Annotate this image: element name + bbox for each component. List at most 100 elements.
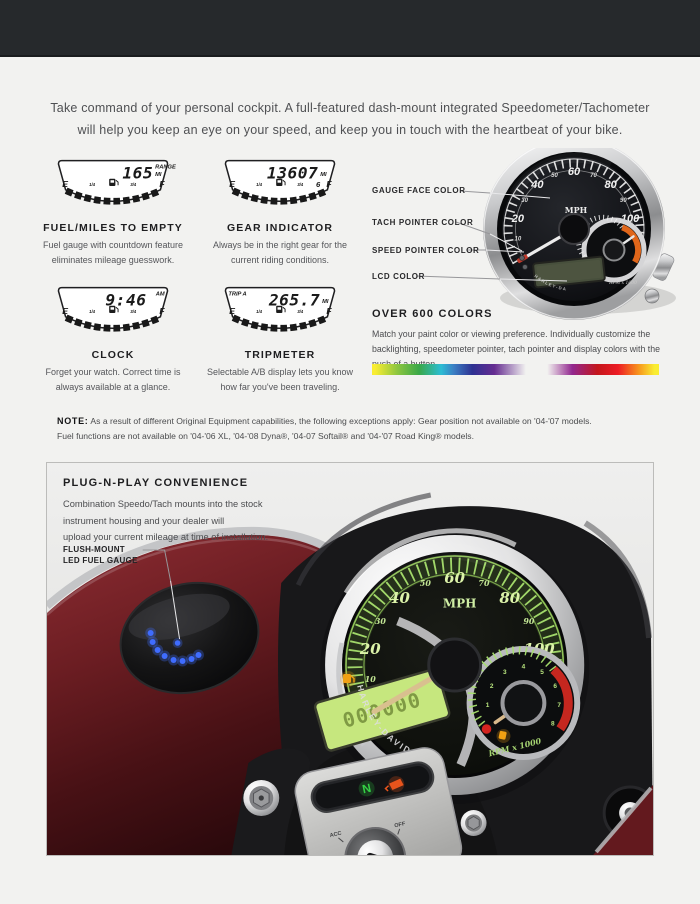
speed-tick-arc (503, 158, 645, 265)
quarter-label: 1/4 (89, 182, 96, 187)
speed-needle-red-tip (516, 254, 529, 264)
three-quarter-label: 3/4 (297, 182, 304, 187)
feature-tripmeter: 265.7 MI TRIP A E F 1/4 3/4 TRIPMETER Se… (202, 282, 358, 395)
led-gauge-reflection (128, 593, 230, 641)
lcd-unit-2: MI (322, 299, 329, 305)
tach-subdial (576, 214, 647, 283)
lcd-e-label: E (62, 306, 68, 316)
tach-1: 1 (486, 702, 490, 709)
tach-6: 6 (553, 683, 557, 690)
flush-mount-callout: FLUSH-MOUNT LED FUEL GAUGE (63, 545, 138, 566)
product-gauge-image: 0 10 20 30 40 50 60 70 80 90 100 110 120… (372, 148, 676, 320)
photo-mph-60: 60 (444, 569, 465, 587)
intro-line-1: Take command of your personal cockpit. A… (50, 101, 650, 115)
lcd-display-trip: 265.7 MI TRIP A E F 1/4 3/4 (224, 286, 336, 332)
tach-hub (500, 680, 547, 726)
intro-line-2: will help you keep an eye on your speed,… (77, 123, 623, 137)
chrome-bezel (483, 148, 665, 320)
reset-button (522, 264, 528, 270)
callout-speed-pointer-color: SPEED POINTER COLOR (372, 246, 480, 255)
mph-20: 20 (511, 213, 525, 225)
tach-7: 7 (557, 702, 561, 709)
mph-70: 70 (590, 173, 597, 179)
lcd-e-label: E (62, 179, 68, 189)
gauge-side-stem (652, 253, 675, 281)
mph-60: 60 (568, 166, 581, 178)
rpm-unit-label: RPM x 1000 (608, 280, 637, 286)
feature-caption: Fuel gauge with countdown feature elimin… (42, 240, 184, 265)
feature-clock: 9:46 AM E F 1/4 3/4 CLOCK Forget your wa… (35, 282, 191, 395)
note-line-2: Fuel functions are not available on '04-… (57, 430, 474, 441)
tach-redline-zone (620, 224, 642, 264)
neutral-indicator: N (361, 781, 372, 797)
flush-mount-callout-line-2: LED FUEL GAUGE (63, 555, 138, 565)
tach-3: 3 (503, 669, 507, 676)
mph-80: 80 (604, 179, 617, 191)
panel-body-line-3: upload your current mileage at time of i… (63, 532, 269, 542)
photo-mph-50: 50 (420, 579, 432, 588)
feature-title: TRIPMETER (244, 349, 316, 361)
intro-text: Take command of your personal cockpit. A… (0, 97, 700, 141)
panel-title: PLUG-N-PLAY CONVENIENCE (63, 477, 249, 489)
fuel-segment-arc (64, 314, 162, 332)
mph-120: 120 (614, 251, 633, 263)
fuel-segment-arc (231, 187, 329, 205)
photo-mph-90: 90 (523, 617, 535, 626)
note-label: NOTE: (57, 416, 89, 426)
quarter-label: 1/4 (89, 309, 96, 314)
lcd-value: 13607 (267, 163, 318, 182)
fuel-segment-arc (231, 314, 329, 332)
photo-mph-30: 30 (375, 617, 387, 626)
fuel-pump-icon (276, 178, 286, 186)
speedo-tach-gauge: 0 10 20 30 40 50 60 70 80 90 100 110 120… (313, 528, 590, 804)
photo-mph-10: 10 (365, 675, 377, 684)
fuel-segment-arc (64, 187, 162, 205)
lcd-value: 9:46 (105, 290, 146, 309)
mph-40: 40 (530, 179, 544, 191)
note-line-1: As a result of different Original Equipm… (90, 416, 592, 426)
lcd-f-label: F (159, 179, 165, 189)
lcd-value: 265.7 (268, 290, 320, 309)
photo-mph-20: 20 (359, 640, 381, 658)
console-bolt-left (243, 780, 280, 816)
mph-100: 100 (621, 213, 640, 225)
speed-ticks (347, 557, 562, 719)
lcd-unit-2: MI (155, 172, 162, 178)
feature-title: CLOCK (91, 349, 135, 361)
flush-mount-leader-line (142, 549, 181, 640)
three-quarter-label: 3/4 (297, 309, 304, 314)
lcd-e-label: E (229, 179, 235, 189)
ignition-off-label: OFF (394, 821, 407, 829)
panel-body-line-1: Combination Speedo/Tach mounts into the … (63, 499, 263, 509)
feature-grid: 165 RANGE MI E F 1/4 3/4 FUEL/MILES TO E… (35, 155, 360, 395)
fuel-pump-icon (109, 178, 119, 186)
bezel-lip (497, 152, 651, 306)
mph-30: 30 (521, 198, 528, 204)
lcd-unit-2: MI (320, 172, 327, 178)
quarter-label: 1/4 (256, 309, 263, 314)
tach-8: 8 (551, 720, 555, 727)
photo-mph-unit: MPH (443, 596, 477, 610)
lcd-f-label: F (159, 306, 165, 316)
note-text: NOTE: As a result of different Original … (57, 414, 665, 443)
callout-leader-lines (415, 190, 568, 282)
three-quarter-label: 3/4 (130, 182, 137, 187)
product-lcd-window (532, 255, 606, 289)
fuel-pump-icon (276, 305, 286, 313)
color-spectrum-bar-warm (545, 364, 659, 375)
tank-bottom-right (593, 785, 653, 855)
tach-5: 5 (540, 669, 544, 676)
bezel-knob (644, 288, 660, 304)
feature-caption: Always be in the right gear for the curr… (212, 240, 348, 265)
led-fuel-gauge (119, 581, 260, 695)
lcd-display-fuel: 165 RANGE MI E F 1/4 3/4 (57, 159, 176, 205)
feature-title: GEAR INDICATOR (226, 222, 333, 234)
low-fuel-icon-2 (496, 729, 511, 743)
mph-unit-label: MPH (565, 205, 588, 215)
flush-mount-callout-line-1: FLUSH-MOUNT (63, 545, 125, 554)
lcd-e-label: E (229, 306, 235, 316)
feature-caption: Selectable A/B display lets you know how… (206, 367, 354, 392)
lcd-unit-1: RANGE (155, 165, 176, 171)
blue-led-dots (145, 627, 204, 667)
